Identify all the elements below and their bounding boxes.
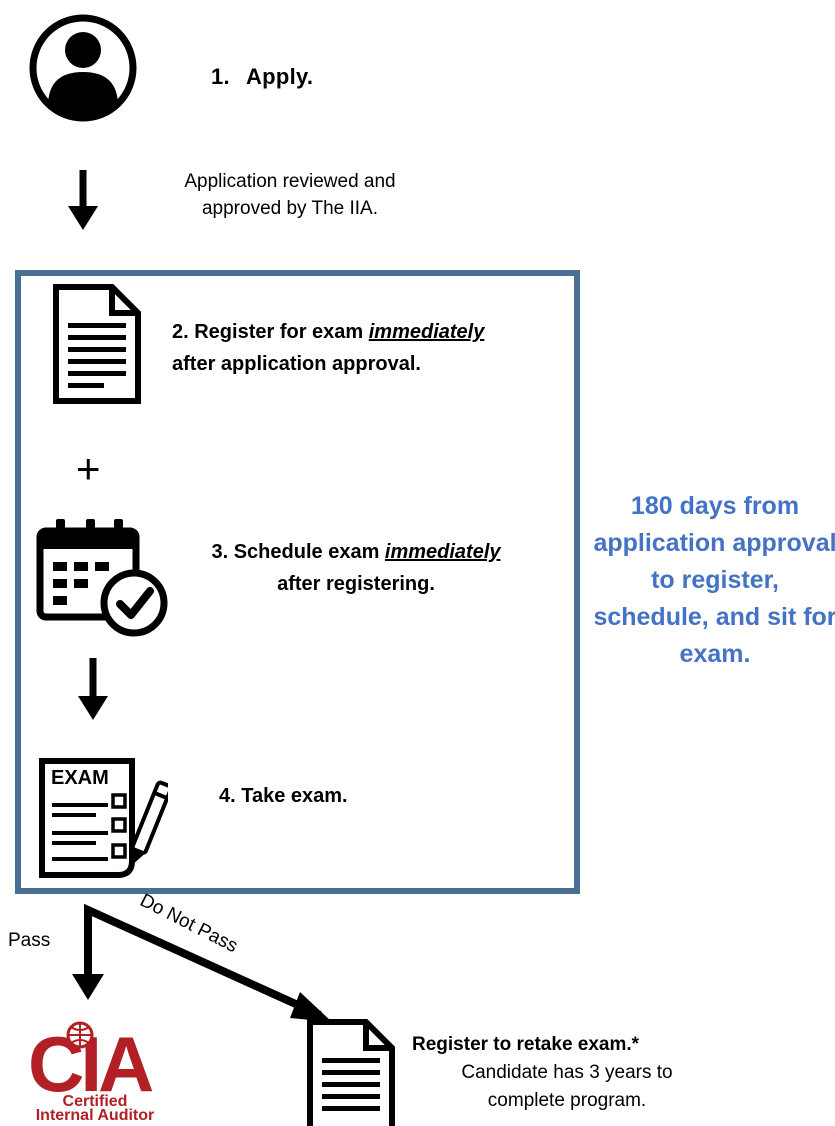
cia-mark: CIA [28, 1020, 157, 1095]
step-1-label: Apply. [245, 64, 314, 89]
cia-logo-text: Certified Internal Auditor [20, 1093, 170, 1124]
document-icon [307, 1019, 395, 1126]
cia-certified: Certified [62, 1093, 128, 1110]
step-4-take-exam: 4. Take exam. [219, 785, 348, 807]
step-2-text-cont: after application approval. [172, 353, 421, 375]
step-2-text: 2. Register for exam [172, 321, 369, 343]
step-1-number: 1. [211, 64, 230, 89]
review-note: Application reviewed and approved by The… [184, 171, 396, 219]
cia-internal-auditor: Internal Auditor [35, 1107, 155, 1124]
plus-sign: + [76, 445, 101, 492]
step-3-schedule: 3. Schedule exam immediately after regis… [176, 536, 536, 600]
step-1-apply: 1. Apply. [211, 64, 313, 90]
exam-sheet-icon: EXAM [39, 758, 168, 878]
step-3-emphasis: immediately [384, 541, 501, 563]
outcome-arrows [72, 903, 332, 1022]
step-3-text: 3. Schedule exam [211, 541, 385, 563]
exam-sheet-label: EXAM [51, 767, 109, 789]
person-icon [29, 14, 137, 122]
step-2-emphasis: immediately [368, 321, 485, 343]
calendar-check-icon [36, 519, 168, 637]
pass-label: Pass [8, 930, 51, 951]
down-arrow-icon [68, 170, 98, 230]
document-icon [53, 284, 141, 404]
retake-title: Register to retake exam.* [412, 1034, 640, 1055]
step-2-register: 2. Register for exam immediately after a… [172, 316, 484, 380]
cia-logo: CIA Certified Internal Auditor [20, 1015, 170, 1124]
step-3-text-cont: after registering. [277, 573, 435, 595]
retake-note: Register to retake exam.* Candidate has … [412, 1031, 712, 1115]
180-day-window-frame [15, 270, 580, 894]
down-arrow-icon [78, 658, 108, 720]
180-days-note: 180 days from application approval to re… [593, 492, 835, 668]
retake-detail: Candidate has 3 years to complete progra… [461, 1062, 673, 1111]
